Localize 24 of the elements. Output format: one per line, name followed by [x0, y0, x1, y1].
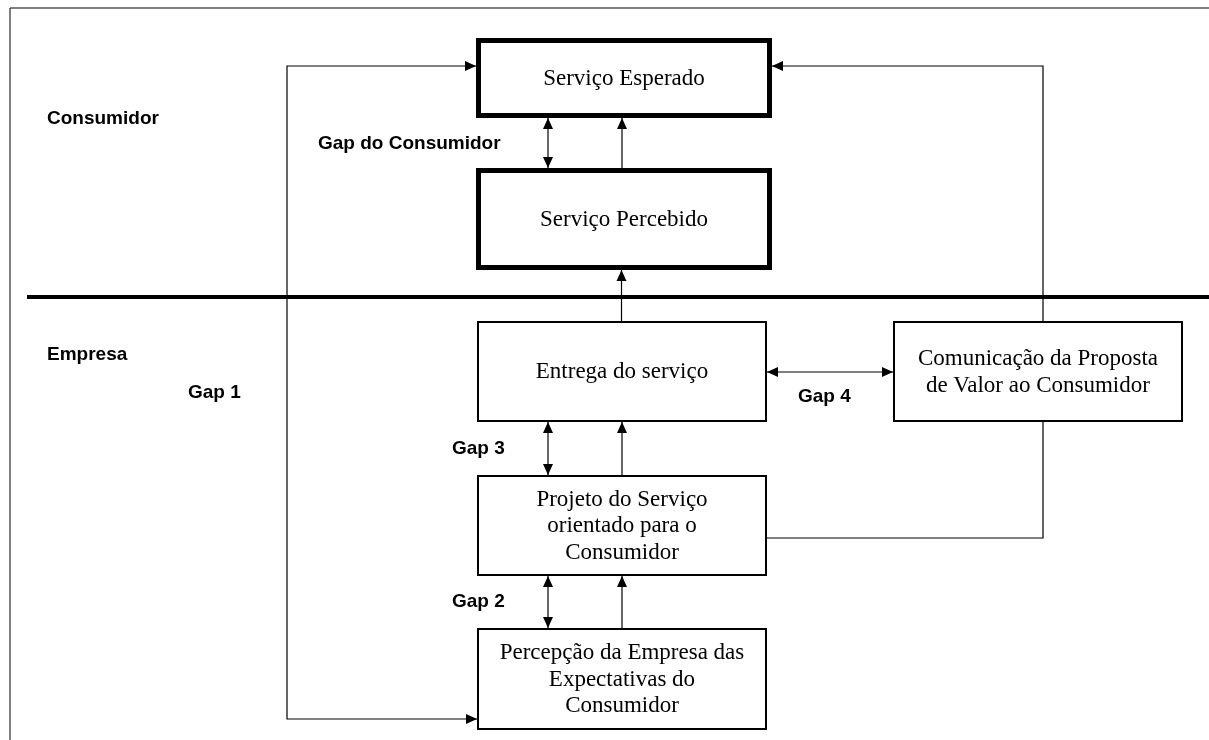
process-box [893, 321, 1183, 422]
arrow [617, 117, 627, 169]
box-text: Serviço Percebido [540, 205, 708, 233]
arrow [616, 269, 627, 322]
process-box [476, 168, 772, 270]
arrow [286, 61, 478, 724]
section-label: Empresa [47, 342, 128, 366]
process-box [477, 628, 767, 730]
box-text: Entrega do serviço [535, 358, 709, 385]
section-label: Consumidor [47, 106, 159, 130]
process-box [477, 321, 767, 422]
process-box [477, 475, 767, 576]
arrow [771, 61, 1044, 322]
box-text: Projeto do Serviço orientado para o Consumidor [535, 485, 709, 566]
arrow [617, 575, 627, 629]
box-text: Percepção da Empresa das Expectativas do Consumidor [499, 639, 745, 719]
arrow [766, 367, 894, 377]
arrow [543, 117, 553, 169]
box-text: Serviço Esperado [543, 64, 705, 92]
arrow [543, 575, 553, 629]
process-box [476, 38, 772, 118]
arrow [543, 421, 553, 476]
box-text: Comunicação da Proposta de Valor ao Consumidor [916, 345, 1160, 398]
arrow [617, 421, 627, 476]
